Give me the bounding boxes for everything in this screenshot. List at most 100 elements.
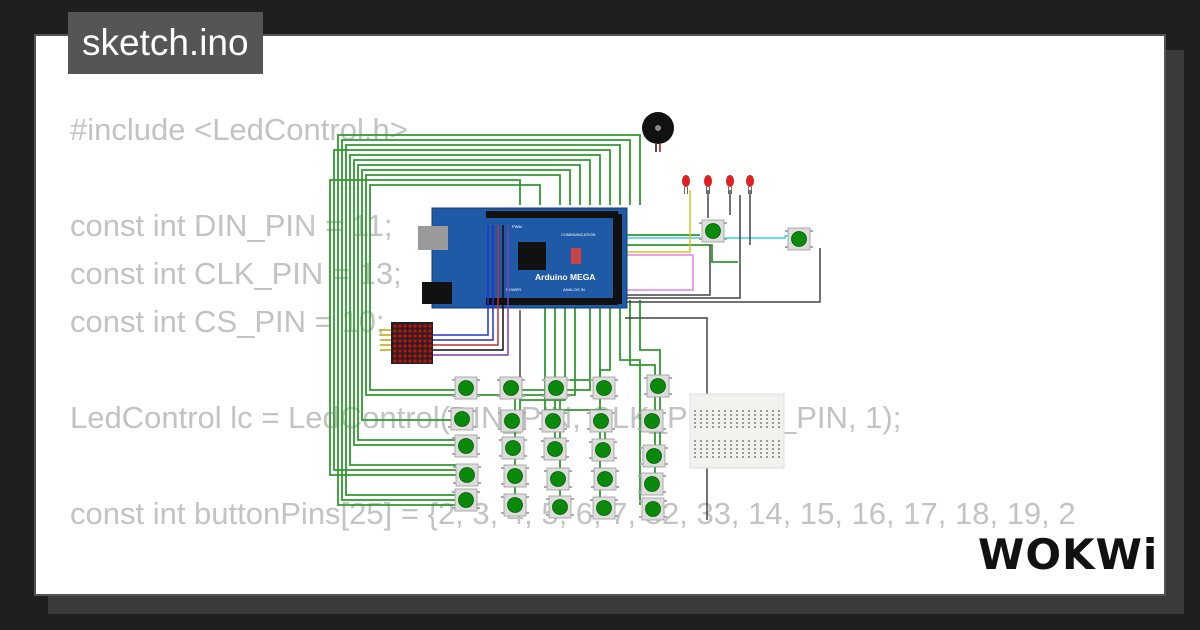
matrix-dot [418,334,422,338]
matrix-dot [413,334,417,338]
matrix-dot [423,339,427,343]
led-matrix [380,322,433,364]
matrix-dot [403,334,407,338]
matrix-dot [408,339,412,343]
matrix-dot [413,339,417,343]
push-button [644,374,672,398]
matrix-dot [403,344,407,348]
matrix-dot [398,349,402,353]
matrix-dot [418,349,422,353]
push-button [699,219,727,243]
board-label-power: POWER [506,287,521,292]
push-button [452,376,480,400]
wire-bundle [329,134,738,506]
push-button [453,463,481,487]
matrix-dot [408,354,412,358]
matrix-dot [423,359,427,363]
matrix-dot [403,354,407,358]
matrix-dot [428,339,432,343]
matrix-dot [408,349,412,353]
buzzer [642,112,674,152]
wokwi-logo: WOKWi [978,530,1159,579]
push-button [452,488,480,512]
matrix-dot [413,349,417,353]
push-button [587,409,615,433]
matrix-dot [393,354,397,358]
matrix-dot [418,344,422,348]
board-label-pwm: PWM [512,224,522,229]
matrix-dot [398,344,402,348]
matrix-dot [428,334,432,338]
red-led [682,175,690,194]
matrix-dot [398,334,402,338]
matrix-dot [413,344,417,348]
matrix-dot [403,359,407,363]
matrix-dot [398,339,402,343]
matrix-dot [428,359,432,363]
matrix-dot [408,329,412,333]
red-led [726,175,734,194]
code-line: LedControl lc = LedControl(DIN_PIN, CLK_… [70,400,902,435]
push-button [546,495,574,519]
matrix-dot [393,349,397,353]
matrix-dot [393,359,397,363]
matrix-dot [423,334,427,338]
push-button [498,409,526,433]
matrix-dot [408,344,412,348]
matrix-dot [423,354,427,358]
matrix-dot [398,329,402,333]
matrix-dot [428,354,432,358]
matrix-dot [418,359,422,363]
matrix-dot [413,324,417,328]
matrix-dot [403,329,407,333]
push-button [785,227,813,251]
matrix-dot [428,324,432,328]
matrix-dot [403,339,407,343]
matrix-dot [413,329,417,333]
push-button [497,376,525,400]
board-label-communication: COMMUNICATION [561,232,595,237]
matrix-dot [393,334,397,338]
matrix-wires [432,225,509,356]
push-button [501,493,529,517]
matrix-dot [393,324,397,328]
push-button [638,409,666,433]
push-button [639,497,667,521]
push-button [640,444,668,468]
matrix-dot [393,329,397,333]
matrix-dot [393,339,397,343]
push-button [501,464,529,488]
matrix-dot [403,349,407,353]
push-button [589,438,617,462]
code-line: #include <LedControl.h> [70,112,408,147]
arduino-mega-board: Arduino MEGA COMMUNICATION POWER ANALOG … [418,207,628,309]
breadboard [689,393,785,469]
push-button [590,376,618,400]
matrix-dot [418,324,422,328]
matrix-dot [398,354,402,358]
matrix-dot [403,324,407,328]
led-row [682,175,754,194]
file-name-tab: sketch.ino [68,12,263,74]
matrix-dot [428,329,432,333]
matrix-dot [418,354,422,358]
matrix-dot [413,359,417,363]
push-button [452,434,480,458]
matrix-dot [423,344,427,348]
board-label-analog: ANALOG IN [563,287,585,292]
matrix-dot [418,329,422,333]
matrix-dot [408,324,412,328]
push-button [542,376,570,400]
push-button [590,496,618,520]
matrix-dot [428,349,432,353]
matrix-dot [428,344,432,348]
matrix-dot [423,329,427,333]
code-line: const int CS_PIN = 10; [70,304,385,339]
matrix-dot [423,349,427,353]
push-button [539,409,567,433]
matrix-dot [408,359,412,363]
board-title: Arduino MEGA [535,272,595,282]
red-led [746,175,754,194]
matrix-dot [423,324,427,328]
